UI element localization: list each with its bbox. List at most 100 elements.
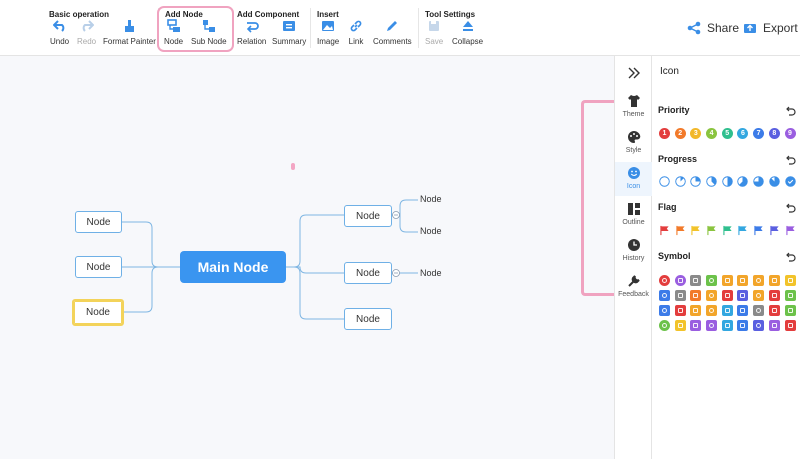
tab-icon[interactable]: Icon <box>615 162 652 196</box>
tab-style[interactable]: Style <box>615 130 652 160</box>
collapse-panel-button[interactable] <box>615 64 652 82</box>
progress-icon-5[interactable] <box>722 176 733 187</box>
tab-feedback[interactable]: Feedback <box>615 274 652 304</box>
priority-reset-icon[interactable] <box>786 106 796 116</box>
progress-icon-4[interactable] <box>706 176 717 187</box>
flag-icon-2[interactable] <box>675 225 686 236</box>
symbol-icon-7[interactable] <box>753 275 765 286</box>
summary-button[interactable]: Summary <box>272 18 306 46</box>
symbol-reset-icon[interactable] <box>786 252 796 262</box>
flag-icon-6[interactable] <box>737 225 748 236</box>
symbol-icon-21[interactable] <box>690 305 702 316</box>
symbol-icon-8[interactable] <box>768 275 780 286</box>
progress-icon-7[interactable] <box>753 176 764 187</box>
insert-image-button[interactable]: Image <box>317 18 339 46</box>
mind-map-canvas[interactable]: Main Node Node Node Node Node Node Node … <box>0 56 615 459</box>
symbol-icon-9[interactable] <box>784 275 796 286</box>
export-button[interactable]: Export <box>742 20 798 36</box>
relation-button[interactable]: Relation <box>237 18 266 46</box>
symbol-icon-36[interactable] <box>784 320 796 331</box>
flag-icon-7[interactable] <box>753 225 764 236</box>
right-node-2[interactable]: Node <box>344 262 392 284</box>
symbol-icon-18[interactable] <box>784 290 796 301</box>
collapse-button[interactable]: Collapse <box>452 18 483 46</box>
priority-icon-2[interactable]: 2 <box>674 128 686 139</box>
symbol-icon-14[interactable] <box>721 290 733 301</box>
leaf-node-1[interactable]: Node <box>420 194 442 204</box>
flag-icon-5[interactable] <box>722 225 733 236</box>
leaf-node-2[interactable]: Node <box>420 226 442 236</box>
tab-theme[interactable]: Theme <box>615 94 652 124</box>
progress-icon-2[interactable] <box>674 176 686 187</box>
format-painter-button[interactable]: Format Painter <box>103 18 156 46</box>
symbol-icon-15[interactable] <box>737 290 749 301</box>
progress-reset-icon[interactable] <box>786 155 796 165</box>
progress-icon-9[interactable] <box>784 176 796 187</box>
left-node-2[interactable]: Node <box>75 256 122 278</box>
priority-icon-9[interactable]: 9 <box>784 128 796 139</box>
symbol-icon-26[interactable] <box>768 305 780 316</box>
priority-icon-7[interactable]: 7 <box>753 128 765 139</box>
flag-icon-4[interactable] <box>706 225 717 236</box>
symbol-icon-32[interactable] <box>721 320 733 331</box>
progress-icon-6[interactable] <box>737 176 749 187</box>
symbol-icon-24[interactable] <box>737 305 749 316</box>
main-node[interactable]: Main Node <box>180 251 286 283</box>
symbol-icon-12[interactable] <box>690 290 702 301</box>
symbol-icon-29[interactable] <box>674 320 686 331</box>
leaf-node-3[interactable]: Node <box>420 268 442 278</box>
symbol-icon-35[interactable] <box>768 320 780 331</box>
symbol-icon-13[interactable] <box>706 290 718 301</box>
share-button[interactable]: Share <box>686 20 739 36</box>
symbol-icon-11[interactable] <box>674 290 686 301</box>
add-sub-node-button[interactable]: Sub Node <box>191 18 227 46</box>
flag-icon-1[interactable] <box>659 225 670 236</box>
right-node-3[interactable]: Node <box>344 308 392 330</box>
symbol-icon-34[interactable] <box>753 320 765 331</box>
tab-outline[interactable]: Outline <box>615 202 652 232</box>
symbol-icon-23[interactable] <box>721 305 733 316</box>
flag-icon-8[interactable] <box>769 225 780 236</box>
left-node-3-selected[interactable]: Node <box>72 299 124 326</box>
symbol-icon-6[interactable] <box>737 275 749 286</box>
symbol-icon-30[interactable] <box>690 320 702 331</box>
progress-icon-8[interactable] <box>769 176 780 187</box>
priority-icon-8[interactable]: 8 <box>768 128 780 139</box>
undo-button[interactable]: Undo <box>50 18 69 46</box>
priority-icon-4[interactable]: 4 <box>706 128 718 139</box>
symbol-icon-33[interactable] <box>737 320 749 331</box>
insert-comments-button[interactable]: Comments <box>373 18 412 46</box>
symbol-icon-22[interactable] <box>706 305 718 316</box>
symbol-icon-17[interactable] <box>768 290 780 301</box>
symbol-icon-4[interactable] <box>706 275 718 286</box>
symbol-icon-2[interactable] <box>674 275 686 286</box>
group-title: Basic operation <box>49 10 110 19</box>
symbol-icon-25[interactable] <box>753 305 765 316</box>
symbol-icon-5[interactable] <box>721 275 733 286</box>
flag-icon-3[interactable] <box>690 225 701 236</box>
symbol-icon-10[interactable] <box>659 290 670 301</box>
symbol-icon-28[interactable] <box>659 320 670 331</box>
priority-icon-3[interactable]: 3 <box>690 128 702 139</box>
symbol-icon-19[interactable] <box>659 305 670 316</box>
flag-icon-9[interactable] <box>785 225 796 236</box>
symbol-icon-16[interactable] <box>753 290 765 301</box>
priority-icon-1[interactable]: 1 <box>659 128 670 139</box>
redo-button[interactable]: Redo <box>77 18 96 46</box>
right-node-1[interactable]: Node <box>344 205 392 227</box>
symbol-icon-31[interactable] <box>706 320 718 331</box>
insert-link-button[interactable]: Link <box>348 18 364 46</box>
add-node-button[interactable]: Node <box>164 18 183 46</box>
symbol-icon-3[interactable] <box>690 275 702 286</box>
left-node-1[interactable]: Node <box>75 211 122 233</box>
flag-reset-icon[interactable] <box>786 203 796 213</box>
priority-icon-5[interactable]: 5 <box>721 128 733 139</box>
save-button[interactable]: Save <box>425 18 443 46</box>
symbol-icon-1[interactable] <box>659 275 670 286</box>
progress-icon-1[interactable] <box>659 176 670 187</box>
tab-history[interactable]: History <box>615 238 652 268</box>
progress-icon-3[interactable] <box>690 176 702 187</box>
symbol-icon-27[interactable] <box>784 305 796 316</box>
priority-icon-6[interactable]: 6 <box>737 128 749 139</box>
symbol-icon-20[interactable] <box>674 305 686 316</box>
